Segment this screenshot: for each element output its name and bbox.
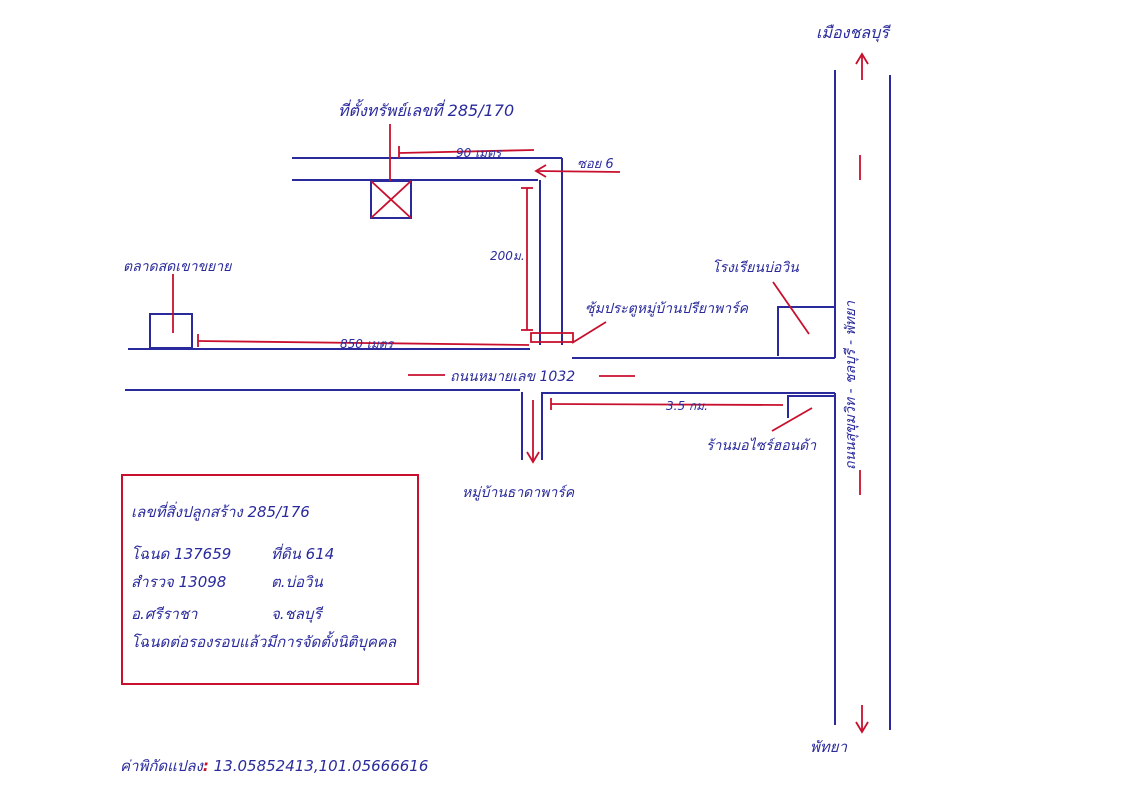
- soi-label: ซอย 6: [577, 157, 614, 172]
- building-number: เลขที่สิ่งปลูกสร้าง 285/176: [131, 503, 310, 521]
- roads: [125, 70, 891, 730]
- dist-90-label: 90 เมตร: [456, 146, 503, 160]
- city-north-label: เมืองชลบุรี: [816, 23, 891, 43]
- shop-label: ร้านมอไซร์ฮอนด้า: [706, 437, 817, 454]
- coordinates-footer: ค่าพิกัดแปลง: 13.05852413,101.05666616: [120, 754, 428, 778]
- subdistrict: ต.บ่อวิน: [271, 573, 323, 591]
- market-label: ตลาดสดเขาขยาย: [123, 259, 232, 275]
- coordinates-label: ค่าพิกัดแปลง: [120, 757, 203, 775]
- shop-pointer: [771, 407, 813, 432]
- dist-200-label: 200ม.: [490, 249, 525, 263]
- gate-down-arrow: [526, 400, 540, 464]
- school-label: โรงเรียนบ่อวิน: [712, 259, 799, 276]
- arrow-south-icon: [855, 705, 869, 734]
- dist-35-label: 3.5 กม.: [666, 399, 708, 413]
- survey-number: สำรวจ 13098: [131, 573, 227, 591]
- highway-label: ถนนสุขุมวิท - ชลบุรี - พัทยา: [843, 300, 859, 470]
- annotations: [172, 146, 861, 495]
- soi-arrow: [534, 164, 621, 178]
- village-label: หมู่บ้านธาดาพาร์ค: [462, 484, 575, 501]
- deed-note: โฉนดต่อรองรอบแล้วมีการจัดตั้งนิติบุคคล: [131, 633, 397, 651]
- coordinates-value: 13.05852413,101.05666616: [213, 757, 429, 775]
- property-marker-icon: [370, 124, 412, 219]
- property-title: ที่ตั้งทรัพย์เลขที่ 285/170: [338, 99, 514, 120]
- arrow-north-icon: [855, 52, 869, 80]
- gate-label: ซุ้มประตูหมู่บ้านปรียาพาร์ค: [585, 300, 749, 317]
- school-marker-icon: [772, 281, 810, 335]
- info-box: เลขที่สิ่งปลูกสร้าง 285/176 โฉนด 137659 …: [121, 474, 419, 685]
- land-number: ที่ดิน 614: [271, 545, 335, 563]
- coordinates-separator: :: [202, 757, 209, 775]
- road-1032-label: ถนนหมายเลข 1032: [450, 369, 575, 385]
- dist-850-label: 850 เมตร: [340, 337, 395, 351]
- province: จ.ชลบุรี: [271, 605, 322, 623]
- district: อ.ศรีราชา: [131, 605, 198, 623]
- deed-number: โฉนด 137659: [131, 545, 232, 563]
- city-south-label: พัทยา: [810, 738, 848, 756]
